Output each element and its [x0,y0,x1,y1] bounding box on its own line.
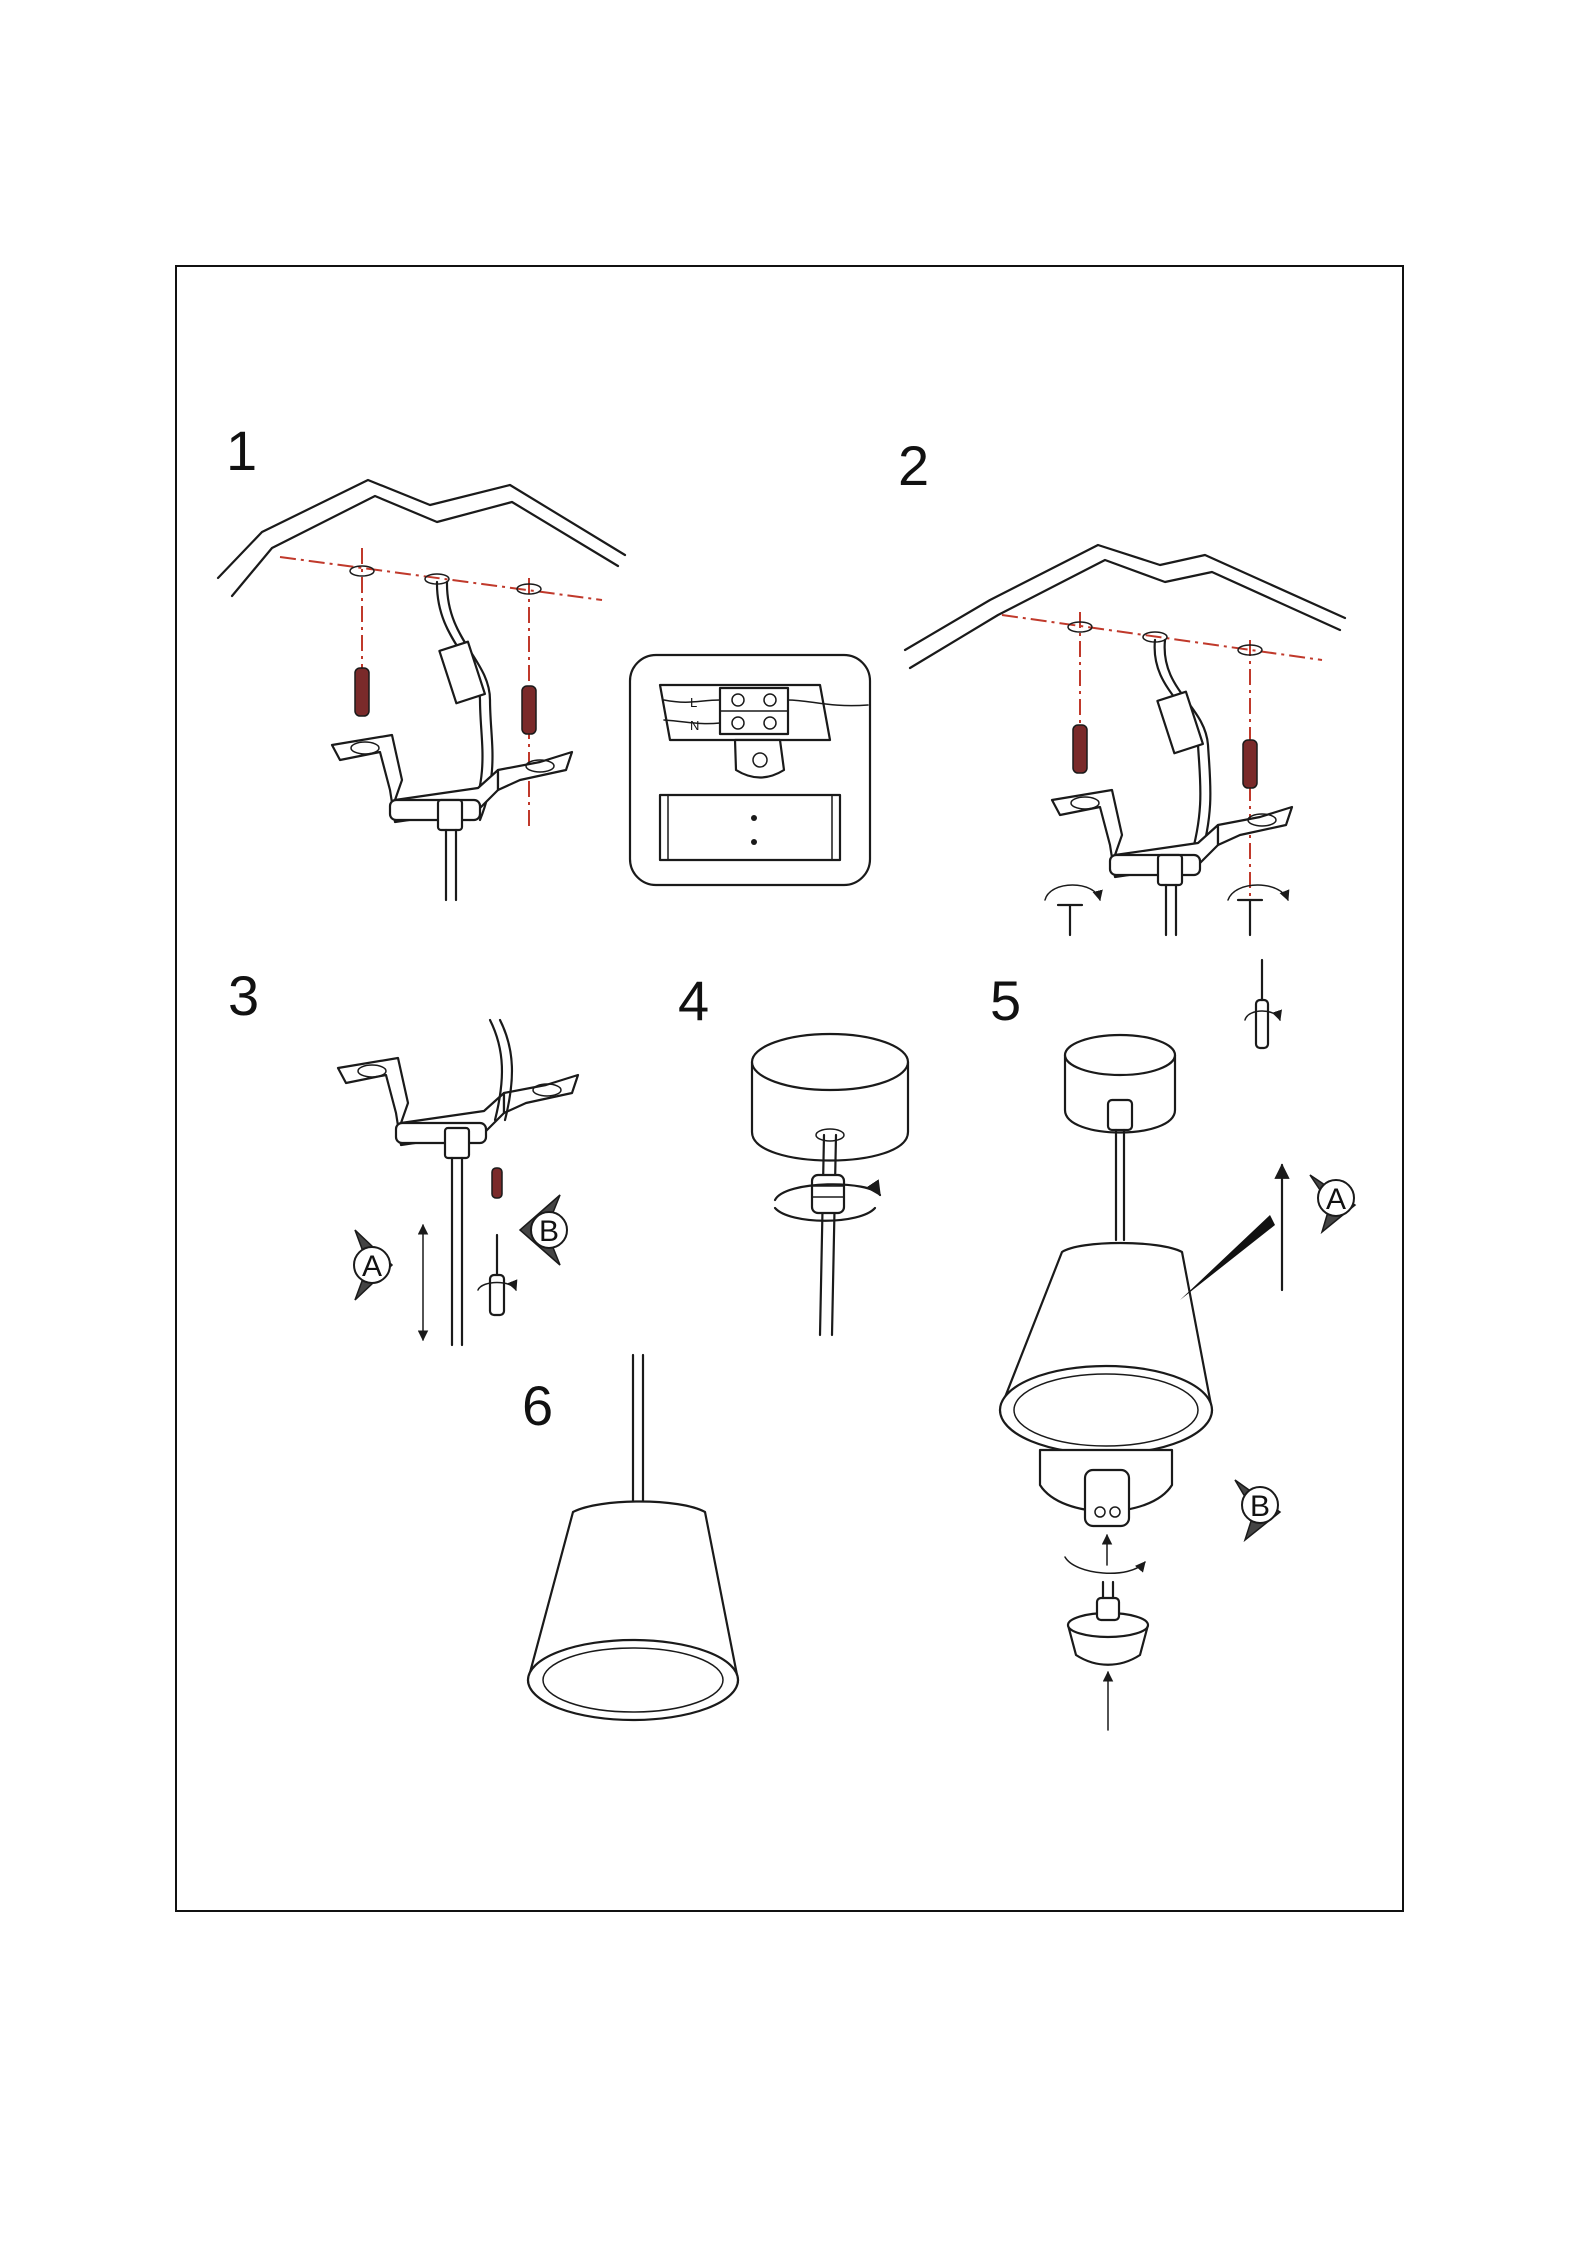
step-3-grub-screw [478,1168,516,1315]
step-5-rotate-arrow [1065,1535,1145,1573]
step-1-wall-plug-left [355,668,369,716]
step-3-group: 3 A [228,964,578,1345]
step-6-group: 6 [522,1355,738,1720]
step-2-wall-plug-left [1073,725,1087,773]
step-5-lamp-shade [1000,1243,1212,1454]
step-4-ceiling-canopy [752,1034,908,1161]
step-5-lamp-socket [1040,1450,1172,1526]
step-2-number: 2 [898,434,929,497]
step-1-number: 1 [226,419,257,482]
step-5-number: 5 [990,969,1021,1032]
step-4-cable-gland [775,1175,880,1221]
step-4-cable [820,1135,836,1335]
step-1-drill-guides [280,548,602,830]
step-1-wall-plug-right [522,686,536,734]
terminal-label-n: N [690,718,699,733]
step-4-group: 4 [678,969,908,1335]
step-2-screw-left [1045,885,1100,935]
step-1-ceiling [218,480,625,596]
step-1-threaded-tube [438,800,462,900]
step-2-screwdriver-icon [1245,960,1280,1048]
step-3-marker-b: B [520,1195,567,1265]
step-2-wall-plug-right [1243,740,1257,788]
step-3-marker-b-label: B [539,1215,559,1248]
step-3-marker-a-label: A [362,1250,382,1283]
terminal-block-inset: L N [630,655,870,885]
step-3-marker-a: A [354,1230,392,1300]
step-1-group: 1 [218,419,625,900]
step-6-pendant-cable [633,1355,643,1505]
step-5-gu10-bulb [1068,1582,1148,1665]
step-5-marker-a-label: A [1326,1183,1346,1216]
step-2-ceiling [905,545,1345,668]
step-5-group: 5 [990,969,1355,1730]
step-5-pointer-arrow [1180,1165,1282,1300]
step-5-marker-b-label: B [1250,1490,1270,1523]
step-2-supply-cable [1155,640,1211,860]
step-2-screw-right [1228,885,1288,935]
step-5-ceiling-canopy [1065,1035,1175,1133]
step-2-group: 2 [898,434,1345,1048]
step-4-number: 4 [678,969,709,1032]
step-2-mounting-bracket [1052,790,1292,935]
step-5-marker-a: A [1310,1175,1355,1232]
step-3-threaded-tube [445,1128,469,1345]
step-6-finished-lamp [528,1502,738,1721]
step-3-number: 3 [228,964,259,1027]
step-6-number: 6 [522,1374,553,1437]
step-5-marker-b: B [1235,1480,1280,1540]
step-3-mounting-bracket [338,1020,578,1145]
